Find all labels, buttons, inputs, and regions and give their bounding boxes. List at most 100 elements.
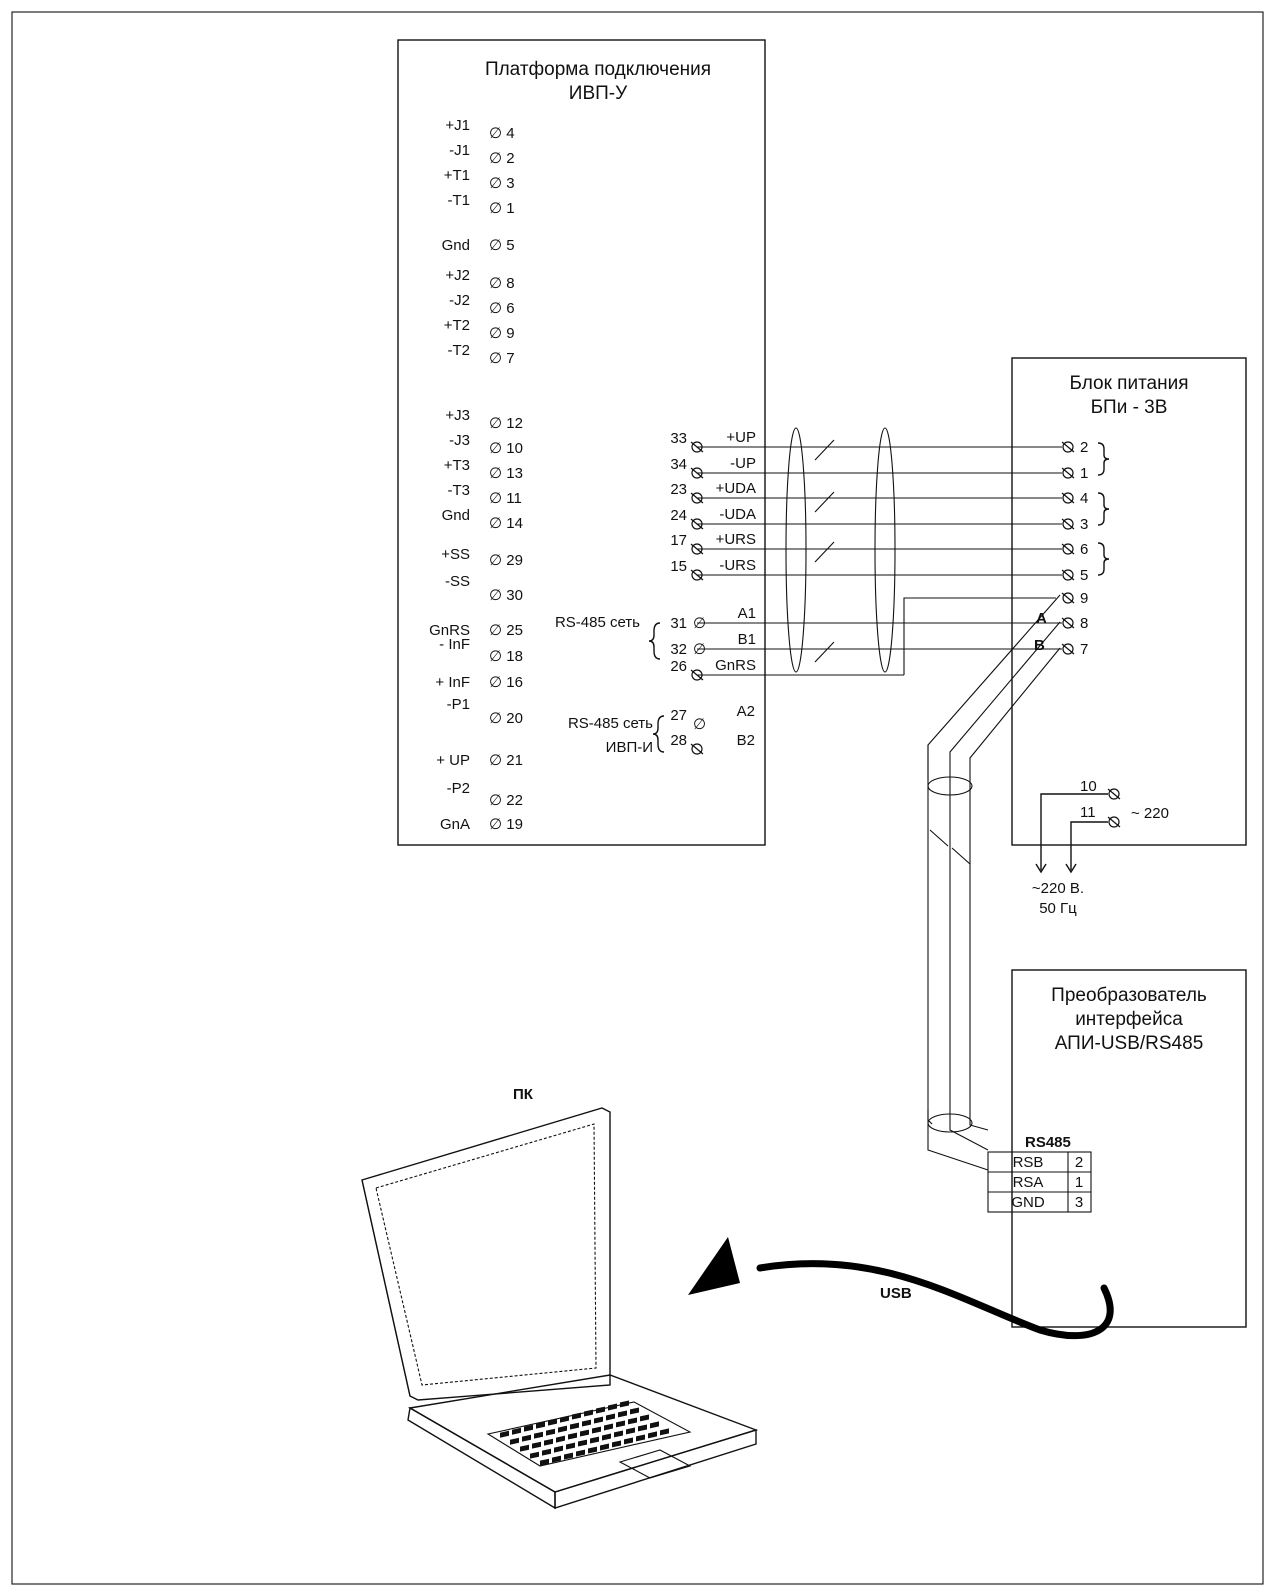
keyboard-key xyxy=(618,1410,627,1418)
psu-terminal-icon xyxy=(1061,617,1075,629)
pin-name-gnd: GND xyxy=(1011,1194,1045,1211)
psu-terminal-num: 1 xyxy=(1080,465,1088,482)
keyboard-key xyxy=(572,1412,581,1420)
psu-terminal-num: 3 xyxy=(1080,516,1088,533)
keyboard-key xyxy=(566,1442,575,1450)
left-terminal-num: ∅ 14 xyxy=(489,515,523,532)
right-terminal-signal: B2 xyxy=(737,732,755,749)
rs485-net-brace xyxy=(648,622,661,660)
left-terminal-num: ∅ 16 xyxy=(489,674,523,691)
left-terminal-label: Gnd xyxy=(442,507,470,524)
keyboard-key xyxy=(606,1413,615,1421)
left-terminal-label: -T2 xyxy=(448,342,471,359)
terminal-symbol: ∅ xyxy=(693,716,706,733)
pin-name-rsa: RSA xyxy=(1013,1174,1044,1191)
keyboard-key xyxy=(604,1423,613,1431)
left-terminal-label: -T3 xyxy=(448,482,471,499)
keyboard-key xyxy=(512,1427,521,1435)
keyboard-key xyxy=(594,1416,603,1424)
psu-terminal-num: 7 xyxy=(1080,641,1088,658)
keyboard-key xyxy=(628,1417,637,1425)
keyboard-key xyxy=(554,1445,563,1453)
right-terminal-signal: +URS xyxy=(716,531,756,548)
right-terminal-num: 28 xyxy=(670,732,687,749)
keyboard-key xyxy=(660,1428,669,1436)
left-terminal-label: - InF xyxy=(439,636,470,653)
keyboard-key xyxy=(570,1422,579,1430)
left-terminal-num: ∅ 3 xyxy=(489,175,515,192)
keyboard-key xyxy=(520,1444,529,1452)
psu-terminal-num: 4 xyxy=(1080,490,1088,507)
mains-terminal-11: 11 xyxy=(1080,804,1096,821)
pin-name-rsb: RSB xyxy=(1013,1154,1044,1171)
right-terminal-signal: A1 xyxy=(738,605,756,622)
pin-num-rsa: 1 xyxy=(1075,1174,1083,1191)
keyboard-key xyxy=(614,1430,623,1438)
converter-title-line2: интерфейса xyxy=(1075,1009,1183,1030)
right-terminal-signal: B1 xyxy=(738,631,756,648)
psu-terminal-icon xyxy=(1061,543,1075,555)
drawing-frame xyxy=(11,11,1264,1585)
keyboard-key xyxy=(638,1424,647,1432)
keyboard-key xyxy=(590,1436,599,1444)
left-terminal-num: ∅ 13 xyxy=(489,465,523,482)
keyboard-key xyxy=(524,1424,533,1432)
keyboard-key xyxy=(626,1427,635,1435)
left-terminal-label: Gnd xyxy=(442,237,470,254)
supply-label-line2: 50 Гц xyxy=(1039,900,1077,917)
rs485-ivp-label-line2: ИВП-И xyxy=(606,739,653,756)
psu-terminal-icon xyxy=(1061,569,1075,581)
keyboard-key xyxy=(544,1438,553,1446)
psu-terminal-icon xyxy=(1061,592,1075,604)
left-terminal-label: +T2 xyxy=(444,317,470,334)
keyboard-key xyxy=(534,1431,543,1439)
keyboard-key xyxy=(576,1449,585,1457)
pin-num-rsb: 2 xyxy=(1075,1154,1083,1171)
left-terminal-label: -SS xyxy=(445,573,470,590)
keyboard-key xyxy=(584,1409,593,1417)
right-terminal-num: 23 xyxy=(670,481,687,498)
laptop-icon: ПК xyxy=(361,1086,759,1510)
psu-terminal-num: 8 xyxy=(1080,615,1088,632)
keyboard-key xyxy=(636,1434,645,1442)
keyboard-key xyxy=(560,1415,569,1423)
keyboard-keys xyxy=(500,1400,669,1466)
right-terminal-num: 26 xyxy=(670,658,687,675)
left-terminal-num: ∅ 5 xyxy=(489,237,515,254)
left-terminal-num: ∅ 9 xyxy=(489,325,515,342)
platform-block: Платформа подключения ИВП-У +J1∅ 4-J1∅ 2… xyxy=(397,39,766,846)
psu-terminal-icon xyxy=(1061,441,1075,453)
right-terminal-num: 15 xyxy=(670,558,687,575)
keyboard-key xyxy=(500,1430,509,1438)
psu-terminal-icon xyxy=(1061,643,1075,655)
right-terminal-signal: +UDA xyxy=(716,480,756,497)
right-terminal-num: 32 xyxy=(670,641,687,658)
left-terminal-num: ∅ 25 xyxy=(489,622,523,639)
left-terminal-label: +T3 xyxy=(444,457,470,474)
keyboard-key xyxy=(630,1407,639,1415)
keyboard-key xyxy=(600,1443,609,1451)
right-terminal-signal: GnRS xyxy=(715,657,756,674)
converter-title-line3: АПИ-USB/RS485 xyxy=(1055,1033,1204,1054)
usb-label: USB xyxy=(880,1285,912,1302)
keyboard-key xyxy=(588,1446,597,1454)
keyboard-key xyxy=(596,1406,605,1414)
rs485-ivp-label-line1: RS-485 сеть xyxy=(568,715,653,732)
right-terminal-num: 34 xyxy=(670,456,687,473)
left-terminal-label: -J2 xyxy=(449,292,470,309)
terminal-icon xyxy=(690,743,704,755)
keyboard-key xyxy=(564,1452,573,1460)
pin-num-gnd: 3 xyxy=(1075,1194,1083,1211)
keyboard-key xyxy=(568,1432,577,1440)
keyboard-key xyxy=(602,1433,611,1441)
platform-right-terminals: 33+UP34-UP23+UDA24-UDA17+URS15-URS31∅A13… xyxy=(670,429,756,755)
left-terminal-label: +J2 xyxy=(445,267,470,284)
supply-label-line1: ~220 В. xyxy=(1032,880,1084,897)
keyboard-key xyxy=(620,1400,629,1408)
left-terminal-num: ∅ 22 xyxy=(489,792,523,809)
psu-title-line1: Блок питания xyxy=(1069,373,1188,394)
keyboard-key xyxy=(608,1403,617,1411)
